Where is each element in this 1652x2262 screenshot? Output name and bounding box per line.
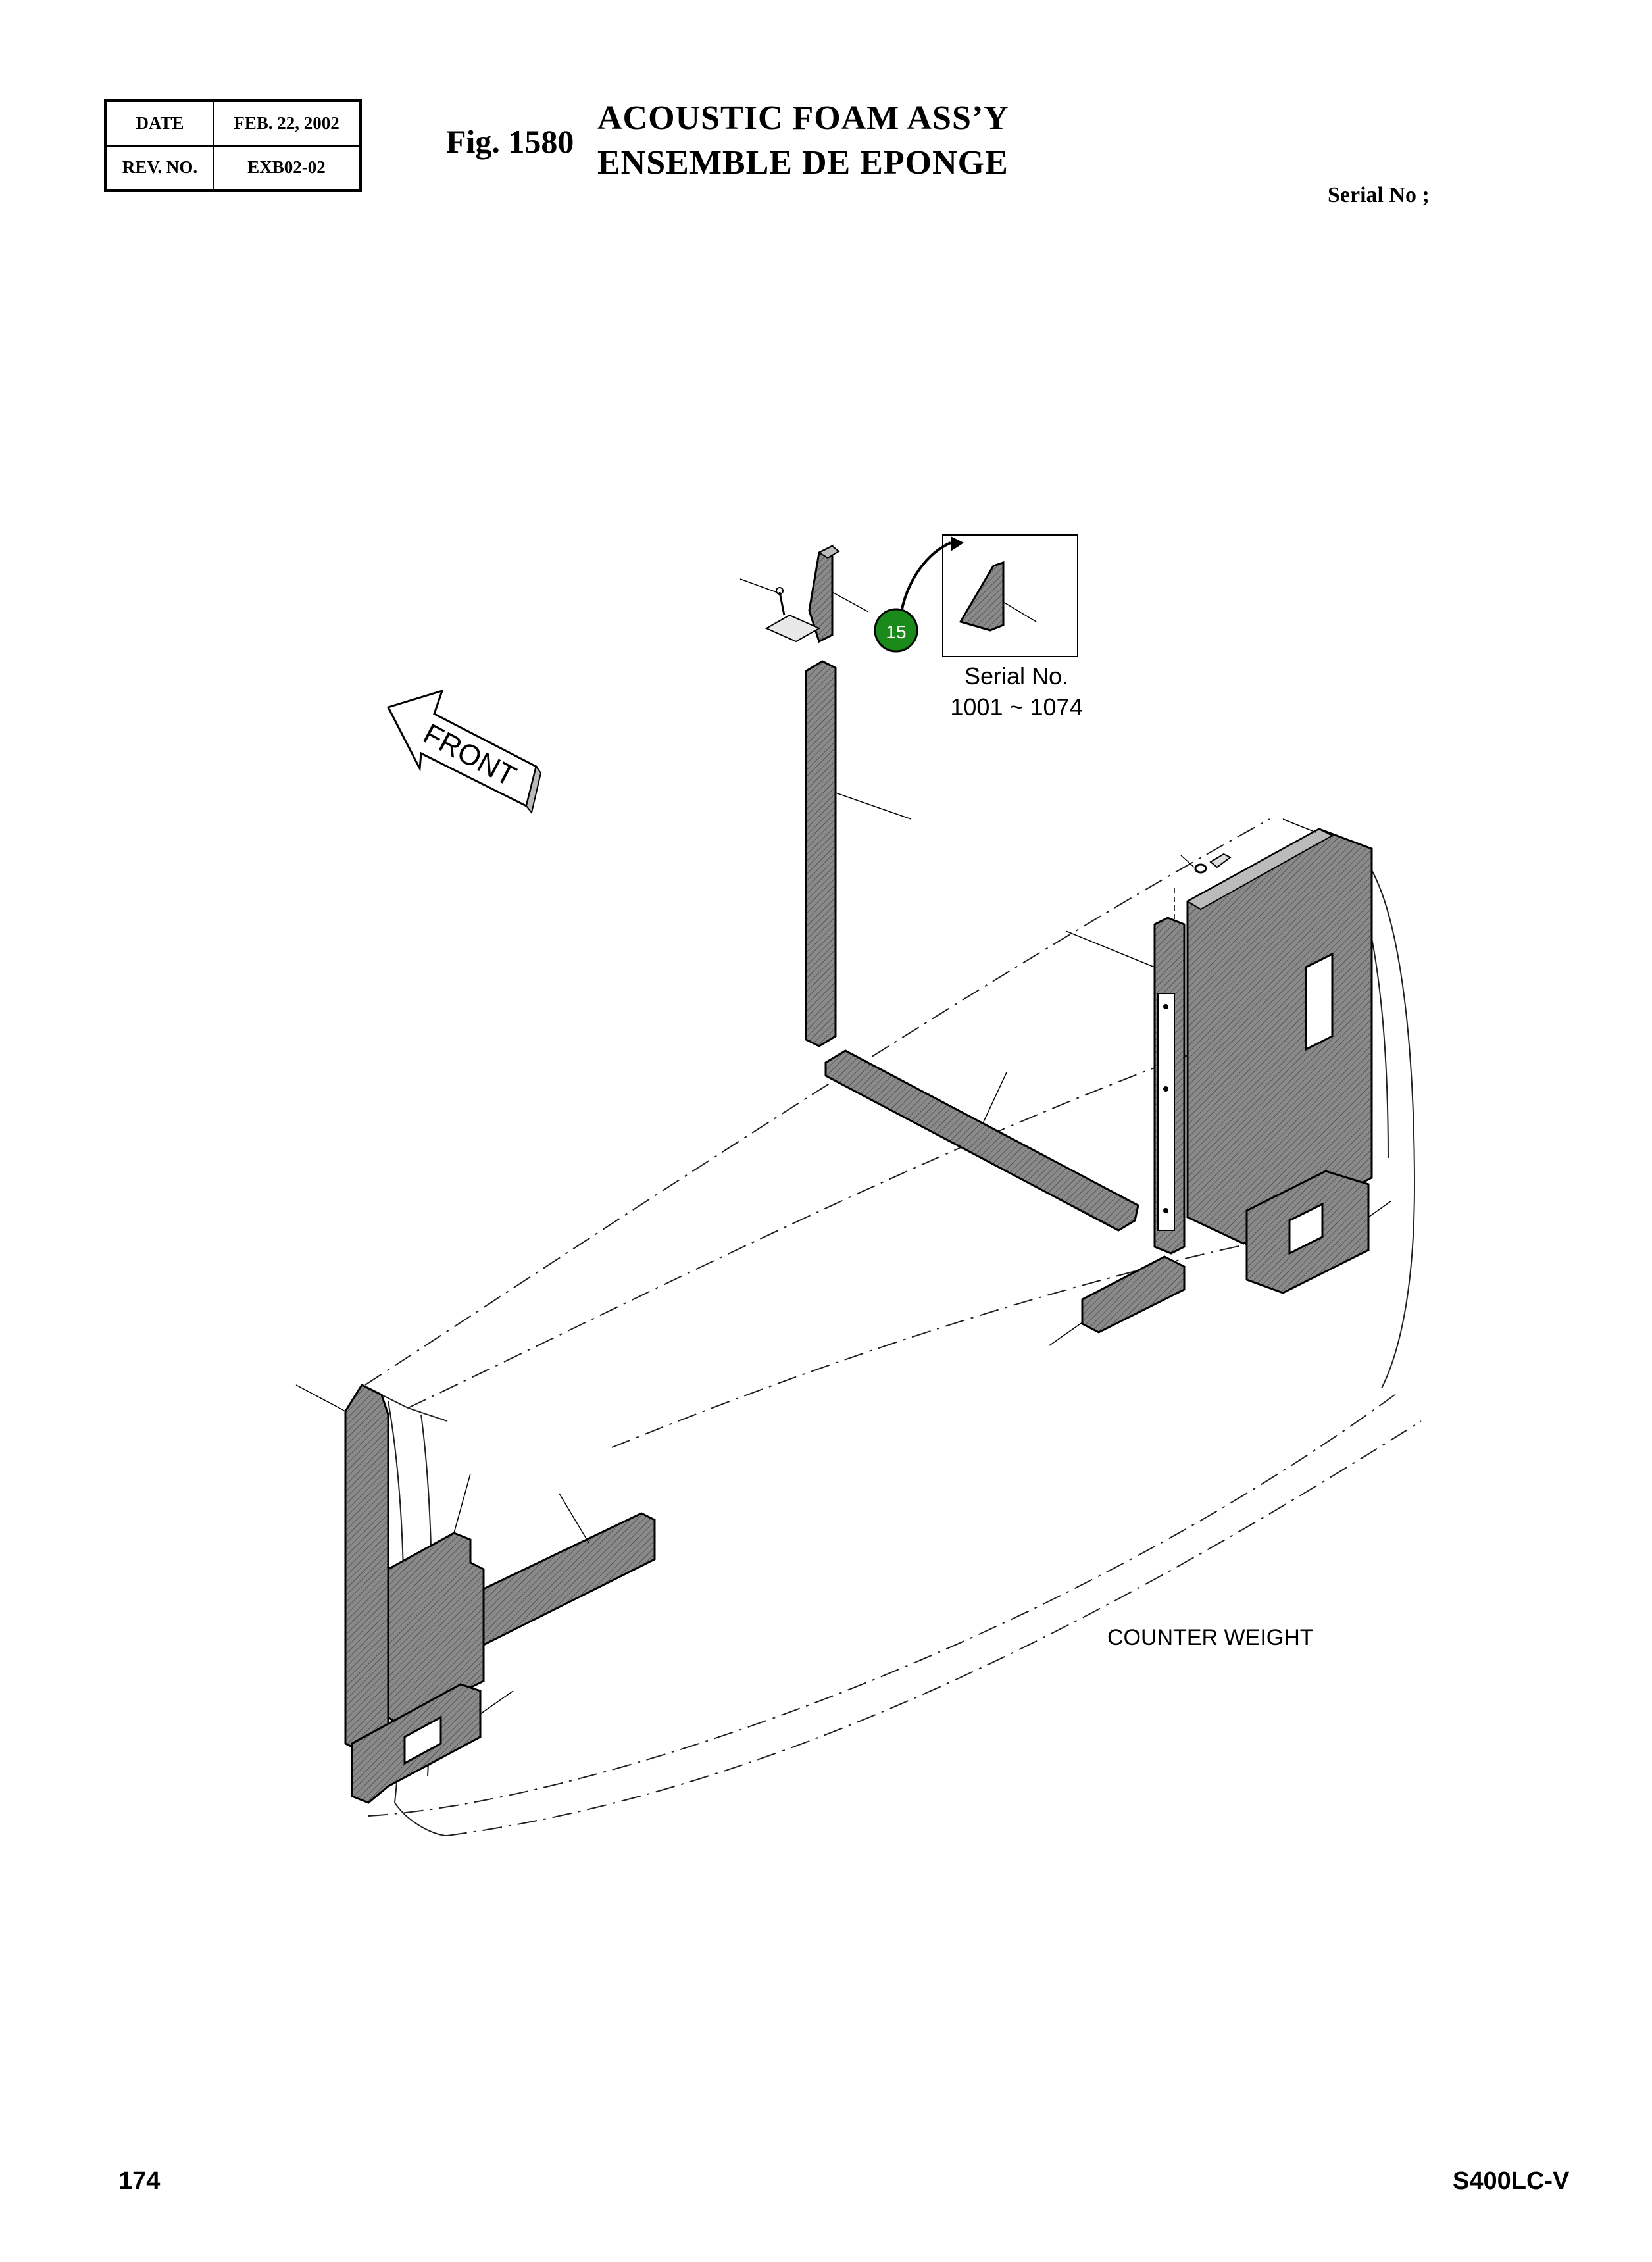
figure-number: Fig. 1580 bbox=[446, 123, 574, 160]
title-french: ENSEMBLE DE EPONGE bbox=[597, 144, 1009, 182]
page-number: 174 bbox=[118, 2167, 161, 2195]
counterweight-label: COUNTER WEIGHT bbox=[1107, 1625, 1314, 1650]
date-label: DATE bbox=[105, 99, 214, 147]
serial-no-label: Serial No ; bbox=[1328, 183, 1430, 207]
washer-icon bbox=[1194, 863, 1207, 874]
rev-label: REV. NO. bbox=[105, 144, 214, 191]
serial-inset: Serial No. 1001 ~ 1074 bbox=[942, 534, 1083, 720]
right-large-panel bbox=[1180, 818, 1373, 1245]
rev-value: EXB02-02 bbox=[213, 144, 361, 191]
model-code: S400LC-V bbox=[1453, 2167, 1570, 2195]
revision-table: DATE FEB. 22, 2002 REV. NO. EXB02-02 bbox=[104, 99, 362, 192]
left-lower-u-block bbox=[351, 1683, 514, 1804]
right-lower-u-block bbox=[1245, 1170, 1392, 1294]
bolt-icon bbox=[778, 591, 786, 616]
rev-row: REV. NO. EXB02-02 bbox=[105, 144, 361, 191]
callout-number: 15 bbox=[886, 622, 906, 642]
date-row: DATE FEB. 22, 2002 bbox=[105, 99, 361, 147]
top-bracket-part bbox=[739, 544, 869, 643]
callout-15: 15 bbox=[874, 536, 964, 653]
right-upright-channel bbox=[1065, 888, 1186, 1255]
callout-badge bbox=[874, 608, 918, 653]
left-step-block bbox=[387, 1473, 485, 1725]
left-horizontal-beam bbox=[482, 1493, 656, 1647]
title-english: ACOUSTIC FOAM ASS’Y bbox=[597, 99, 1009, 137]
inset-serial-label: Serial No. bbox=[964, 663, 1068, 690]
screw-icon bbox=[1209, 853, 1232, 868]
flat-foam-strip bbox=[824, 1049, 1139, 1232]
date-value: FEB. 22, 2002 bbox=[213, 99, 361, 147]
right-bottom-block bbox=[1049, 1255, 1186, 1346]
left-tall-post bbox=[295, 1384, 389, 1755]
inset-serial-range: 1001 ~ 1074 bbox=[950, 693, 1082, 720]
vertical-foam-bar bbox=[805, 660, 912, 1047]
front-arrow: FRONT bbox=[386, 689, 542, 815]
